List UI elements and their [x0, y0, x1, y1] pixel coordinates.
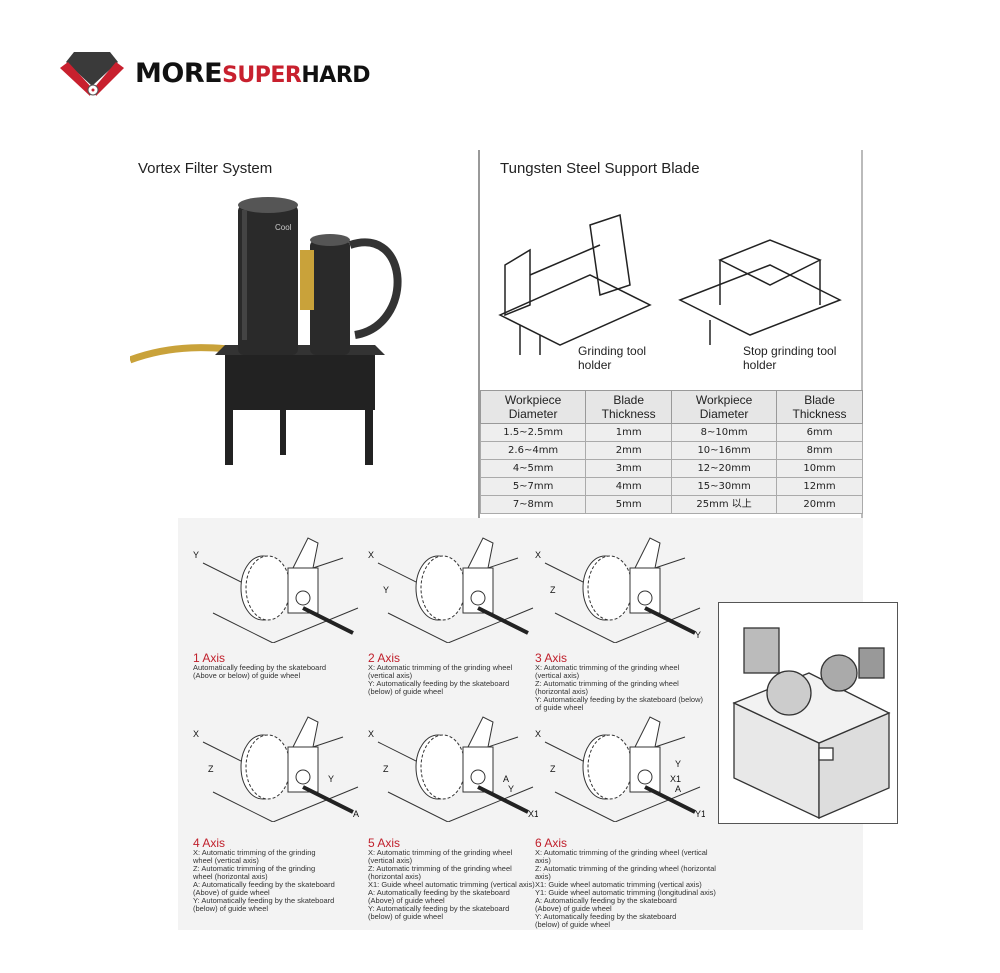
axis-title: 5 Axis: [368, 836, 401, 850]
header-blade-thickness: Blade Thickness: [585, 390, 673, 424]
tungsten-support-blade-panel: Tungsten Steel Support Blade Grinding to…: [478, 150, 863, 518]
table-cell: 10mm: [776, 459, 863, 478]
table-cell: 20mm: [776, 495, 863, 514]
logo-text-more: MORE: [135, 58, 223, 89]
vortex-title: Vortex Filter System: [138, 160, 273, 177]
table-cell: 7~8mm: [479, 495, 587, 514]
table-cell: 1mm: [585, 423, 673, 442]
axis-label: A: [675, 784, 681, 794]
vortex-filter-illustration: Cool: [130, 197, 402, 465]
caption-grinding-tool-holder: Grinding tool holder: [578, 344, 647, 372]
axis-description: X: Automatic trimming of the grinding wh…: [535, 663, 704, 712]
axis-label: Y: [508, 784, 514, 794]
axis-diagram: X Z X1 AY: [368, 716, 539, 823]
axis-title: 1 Axis: [193, 651, 226, 665]
table-cell: 2.6~4mm: [479, 441, 587, 460]
axis-label: Y: [193, 550, 199, 560]
table-cell: 3mm: [585, 459, 673, 478]
table-cell: 15~30mm: [671, 477, 778, 496]
brand-logo: MORESUPERHARD: [60, 48, 380, 98]
axis-description: X: Automatic trimming of the grinding wh…: [193, 848, 335, 913]
table-cell: 8~10mm: [671, 423, 778, 442]
table-cell: 10~16mm: [671, 441, 778, 460]
axis-label: X: [368, 729, 374, 739]
axis-diagram: XY: [368, 537, 534, 644]
header-workpiece-diameter: Workpiece Diameter: [479, 390, 587, 424]
axis-label: Y: [695, 630, 701, 640]
axis-title: 6 Axis: [535, 836, 568, 850]
axis-diagram: X Z Y: [535, 537, 701, 644]
axis-diagram: X Z Y1 X1A Y: [535, 716, 706, 823]
vortex-filter-panel: Vortex Filter System Cool: [130, 150, 470, 490]
grinding-machine-image: [718, 602, 898, 824]
axis-label: Z: [208, 764, 214, 774]
axis-label: Z: [383, 764, 389, 774]
tank-label: Cool: [275, 223, 292, 232]
logo-text-hard: HARD: [301, 63, 371, 88]
table-cell: 12mm: [776, 477, 863, 496]
axis-title: 4 Axis: [193, 836, 226, 850]
axis-description: X: Automatic trimming of the grinding wh…: [535, 848, 716, 929]
axis-title: 3 Axis: [535, 651, 568, 665]
axis-description: X: Automatic trimming of the grinding wh…: [368, 848, 535, 921]
diamond-logo-icon: [60, 52, 124, 96]
axis-label: X: [193, 729, 199, 739]
axis-label: Y: [675, 759, 681, 769]
axis-label: X: [535, 550, 541, 560]
axis-description: X: Automatic trimming of the grinding wh…: [368, 663, 513, 696]
table-cell: 4~5mm: [479, 459, 587, 478]
table-cell: 8mm: [776, 441, 863, 460]
caption-stop-grinding-tool-holder: Stop grinding tool holder: [743, 344, 837, 372]
table-cell: 5~7mm: [479, 477, 587, 496]
table-cell: 2mm: [585, 441, 673, 460]
header-workpiece-diameter: Workpiece Diameter: [671, 390, 778, 424]
blade-holder-illustrations: [498, 214, 842, 355]
table-cell: 6mm: [776, 423, 863, 442]
axis-diagram: X Z A Y: [193, 716, 359, 823]
axis-label: A: [353, 809, 359, 819]
table-cell: 1.5~2.5mm: [479, 423, 587, 442]
axis-label: A: [503, 774, 509, 784]
axis-description: Automatically feeding by the skateboard …: [193, 663, 326, 680]
axis-label: Z: [550, 764, 556, 774]
axis-label: X: [535, 729, 541, 739]
table-cell: 25mm 以上: [671, 495, 778, 514]
axis-label: Y: [383, 585, 389, 595]
table-cell: 4mm: [585, 477, 673, 496]
logo-text-super: SUPER: [222, 63, 302, 88]
axis-label: X1: [670, 774, 681, 784]
header-blade-thickness: Blade Thickness: [776, 390, 863, 424]
axis-label: Z: [550, 585, 556, 595]
axis-label: Y: [328, 774, 334, 784]
axis-title: 2 Axis: [368, 651, 401, 665]
table-cell: 12~20mm: [671, 459, 778, 478]
axis-diagram: Y: [193, 537, 359, 644]
blade-thickness-table: Workpiece Diameter Blade Thickness Workp…: [479, 390, 863, 514]
axis-label: X1: [528, 809, 538, 819]
axis-label: X: [368, 550, 374, 560]
table-cell: 5mm: [585, 495, 673, 514]
axis-label: Y1: [695, 809, 705, 819]
tungsten-title: Tungsten Steel Support Blade: [500, 160, 700, 177]
